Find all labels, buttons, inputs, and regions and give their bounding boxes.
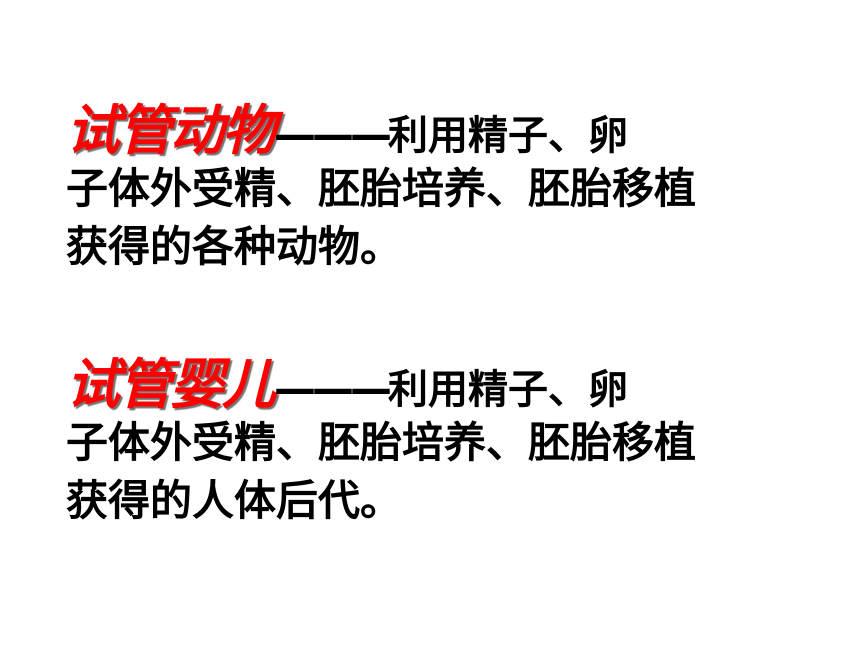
definition-text-start: 利用精子、卵: [388, 367, 628, 413]
definition-block-test-tube-animal: 试管动物———利用精子、卵 子体外受精、胚胎培养、胚胎移植 获得的各种动物。: [66, 102, 806, 276]
definition-text-start: 利用精子、卵: [388, 113, 628, 159]
em-dash: ———: [274, 110, 392, 159]
em-dash: ———: [274, 364, 392, 413]
definition-line-1: 试管动物———利用精子、卵: [66, 102, 806, 160]
definition-line-2: 子体外受精、胚胎培养、胚胎移植: [66, 418, 697, 467]
definition-line-1: 试管婴儿———利用精子、卵: [66, 356, 806, 414]
definition-line-3: 获得的各种动物。: [66, 222, 403, 271]
definition-line-3: 获得的人体后代。: [66, 476, 403, 525]
term-test-tube-animal: 试管动物: [66, 99, 276, 162]
term-test-tube-baby: 试管婴儿: [66, 353, 276, 416]
definition-block-test-tube-baby: 试管婴儿———利用精子、卵 子体外受精、胚胎培养、胚胎移植 获得的人体后代。: [66, 356, 806, 530]
definition-line-2: 子体外受精、胚胎培养、胚胎移植: [66, 164, 697, 213]
